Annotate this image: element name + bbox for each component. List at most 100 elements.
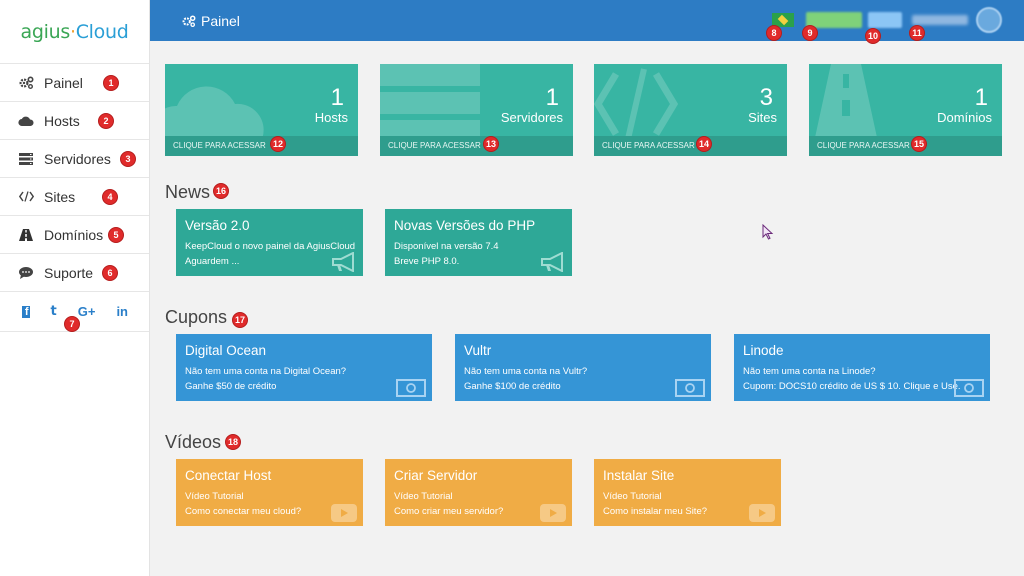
comment-icon <box>18 265 34 281</box>
annotation-badge: 9 <box>802 25 818 41</box>
stat-tile-hosts[interactable]: 1 Hosts CLIQUE PARA ACESSAR <box>165 64 358 156</box>
news-card[interactable]: Versão 2.0 KeepCloud o novo painel da Ag… <box>176 209 363 276</box>
road-icon <box>18 227 34 243</box>
card-line: Ganhe $100 de crédito <box>464 381 561 392</box>
cloud-icon <box>18 113 34 129</box>
stat-footer-link[interactable]: CLIQUE PARA ACESSAR <box>594 136 787 156</box>
stat-label: Servidores <box>500 110 563 125</box>
stat-footer-link[interactable]: CLIQUE PARA ACESSAR <box>165 136 358 156</box>
sidebar-item-label: Suporte <box>44 264 94 281</box>
coupon-card[interactable]: Digital Ocean Não tem uma conta na Digit… <box>176 334 432 401</box>
annotation-badge: 3 <box>120 151 136 167</box>
card-line: Disponível na versão 7.4 <box>394 241 499 252</box>
google-plus-icon[interactable]: G+ <box>77 304 96 319</box>
stat-count: 1 <box>545 84 559 111</box>
avatar[interactable] <box>976 7 1002 33</box>
video-card[interactable]: Conectar Host Vídeo Tutorial Como conect… <box>176 459 363 526</box>
annotation-badge: 16 <box>213 183 229 199</box>
video-card[interactable]: Criar Servidor Vídeo Tutorial Como criar… <box>385 459 572 526</box>
card-line: Breve PHP 8.0. <box>394 256 460 267</box>
annotation-badge: 14 <box>696 136 712 152</box>
card-line: Aguardem ... <box>185 256 240 267</box>
sidebar-item-painel[interactable]: Painel 1 <box>0 64 149 102</box>
annotation-badge: 6 <box>102 265 118 281</box>
road-icon <box>811 64 881 156</box>
card-title: Versão 2.0 <box>185 218 250 233</box>
logo-part-cloud: Cloud <box>75 20 129 43</box>
money-icon <box>396 379 426 397</box>
annotation-badge: 11 <box>909 25 925 41</box>
page-title-text: Painel <box>201 12 240 29</box>
videos-heading: Vídeos <box>165 432 222 452</box>
credits-pill[interactable] <box>806 12 862 28</box>
card-title: Novas Versões do PHP <box>394 218 536 233</box>
megaphone-icon <box>332 252 354 272</box>
sidebar-item-label: Domínios <box>44 226 104 243</box>
user-menu[interactable] <box>912 15 968 25</box>
annotation-badge: 8 <box>766 25 782 41</box>
stat-footer-link[interactable]: CLIQUE PARA ACESSAR <box>809 136 1002 156</box>
sidebar-item-hosts[interactable]: Hosts 2 <box>0 102 149 140</box>
twitter-icon[interactable]: t <box>50 304 57 319</box>
stat-count: 1 <box>330 84 344 111</box>
page-title: Painel <box>182 13 240 29</box>
sidebar-item-servidores[interactable]: Servidores 3 <box>0 140 149 178</box>
stat-tile-dominios[interactable]: 1 Domínios CLIQUE PARA ACESSAR <box>809 64 1002 156</box>
annotation-badge: 10 <box>865 28 881 44</box>
coupon-card[interactable]: Vultr Não tem uma conta na Vultr? Ganhe … <box>455 334 711 401</box>
server-icon <box>18 151 34 167</box>
card-line: Vídeo Tutorial <box>185 491 244 502</box>
card-title: Criar Servidor <box>394 468 478 483</box>
news-heading: News <box>165 182 211 202</box>
annotation-badge: 1 <box>103 75 119 91</box>
play-icon <box>331 504 357 522</box>
code-icon <box>18 189 34 205</box>
card-title: Conectar Host <box>185 468 272 483</box>
card-title: Digital Ocean <box>185 343 267 358</box>
sidebar-item-label: Servidores <box>44 150 111 167</box>
video-card[interactable]: Instalar Site Vídeo Tutorial Como instal… <box>594 459 781 526</box>
facebook-icon[interactable]: f <box>22 305 30 318</box>
cogs-icon <box>18 75 34 91</box>
code-icon <box>594 68 679 140</box>
stat-label: Sites <box>748 110 777 125</box>
card-line: KeepCloud o novo painel da AgiusCloud <box>185 241 356 252</box>
card-title: Instalar Site <box>603 468 675 483</box>
card-line: Vídeo Tutorial <box>394 491 453 502</box>
cupons-heading: Cupons <box>165 307 228 327</box>
annotation-badge: 15 <box>911 136 927 152</box>
annotation-badge: 4 <box>102 189 118 205</box>
play-icon <box>540 504 566 522</box>
logo[interactable]: agius·Cloud <box>0 0 149 64</box>
news-card[interactable]: Novas Versões do PHP Disponível na versã… <box>385 209 572 276</box>
annotation-badge: 2 <box>98 113 114 129</box>
linkedin-icon[interactable]: in <box>116 304 128 319</box>
annotation-badge: 5 <box>108 227 124 243</box>
card-line: Como conectar meu cloud? <box>185 506 302 517</box>
logo-dot: · <box>69 20 76 43</box>
stat-tile-servidores[interactable]: 1 Servidores CLIQUE PARA ACESSAR <box>380 64 573 156</box>
cogs-icon <box>182 14 196 27</box>
sidebar-item-suporte[interactable]: Suporte 6 <box>0 254 149 292</box>
plan-pill[interactable] <box>868 12 902 28</box>
card-line: Não tem uma conta na Linode? <box>743 366 876 377</box>
stat-label: Hosts <box>314 110 348 125</box>
coupon-card[interactable]: Linode Não tem uma conta na Linode? Cupo… <box>734 334 990 401</box>
sidebar-item-label: Hosts <box>44 112 80 129</box>
money-icon <box>954 379 984 397</box>
card-line: Cupom: DOCS10 crédito de US $ 10. Clique… <box>743 381 961 392</box>
topbar: Painel <box>150 0 1024 41</box>
sidebar-item-sites[interactable]: Sites 4 <box>0 178 149 216</box>
stat-count: 3 <box>759 84 773 111</box>
social-links: f t G+ in 7 <box>0 292 149 332</box>
logo-part-agius: agius <box>20 20 71 43</box>
language-flag[interactable] <box>772 13 794 27</box>
annotation-badge: 18 <box>225 434 241 450</box>
card-line: Não tem uma conta na Vultr? <box>464 366 588 377</box>
card-line: Vídeo Tutorial <box>603 491 662 502</box>
stat-footer-link[interactable]: CLIQUE PARA ACESSAR <box>380 136 573 156</box>
card-title: Linode <box>743 343 784 358</box>
sidebar-item-dominios[interactable]: Domínios 5 <box>0 216 149 254</box>
sidebar-item-label: Sites <box>44 188 76 205</box>
stat-tile-sites[interactable]: 3 Sites CLIQUE PARA ACESSAR <box>594 64 787 156</box>
